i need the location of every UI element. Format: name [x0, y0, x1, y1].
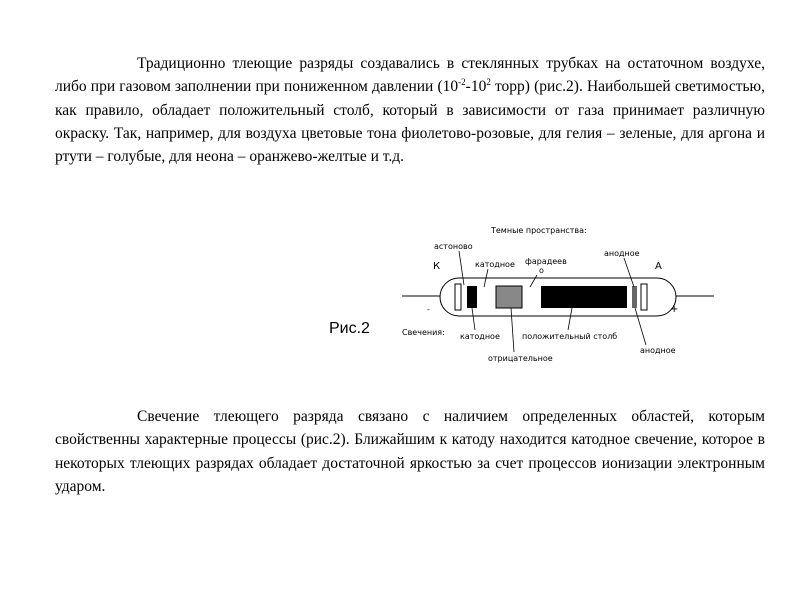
dark-spaces-title: Темные пространства: — [490, 226, 587, 235]
anode-plate — [640, 283, 648, 311]
label-faraday: фарадеев — [525, 257, 567, 266]
label-positive-column: положительный столб — [522, 332, 617, 341]
label-plus: + — [670, 304, 678, 315]
pressure-exponent-2: 2 — [486, 77, 491, 88]
leader-astonovo — [458, 250, 465, 286]
label-cathode-dark: катодное — [475, 260, 515, 269]
paragraph-1-part-1: Традиционно тлеющие разряды создавались … — [55, 55, 765, 96]
paragraph-2-text: Свечение тлеющего разряда связано с нали… — [55, 408, 765, 495]
cathode-glow-region — [467, 286, 477, 308]
leader-anode-dark — [623, 257, 635, 288]
paragraph-2: Свечение тлеющего разряда связано с нали… — [55, 405, 765, 498]
paragraph-1-part-2: -10 — [465, 78, 487, 96]
paragraph-1-part-3: торр) (рис.2). Наибольшей светимостью, к… — [55, 78, 765, 166]
label-anode-glow: анодное — [640, 346, 676, 355]
negative-glow-region — [495, 285, 523, 309]
leader-positive-column — [567, 307, 573, 331]
label-faraday-o: о — [539, 266, 544, 275]
glows-title: Свечения: — [402, 328, 445, 337]
paragraph-1: Традиционно тлеющие разряды создавались … — [55, 52, 765, 168]
cathode-plate — [454, 283, 462, 311]
leader-negative-glow — [510, 307, 515, 353]
leader-cathode-glow — [471, 307, 476, 331]
anode-glow-region — [632, 286, 637, 308]
label-astonovo: астоново — [434, 242, 473, 251]
label-anode-dark: анодное — [604, 249, 640, 258]
label-minus: - — [427, 305, 430, 314]
label-anode-A: А — [655, 261, 662, 272]
label-cathode-K: К — [433, 261, 440, 272]
positive-column-region — [541, 286, 627, 308]
leader-faraday — [529, 274, 538, 288]
leader-cathode-dark — [483, 268, 489, 288]
figure-caption: Рис.2 — [329, 320, 370, 337]
label-cathode-glow: катодное — [460, 332, 500, 341]
pressure-exponent-1: -2 — [458, 77, 466, 88]
label-negative-glow: отрицательное — [488, 354, 553, 363]
leader-anode-glow — [634, 307, 647, 346]
